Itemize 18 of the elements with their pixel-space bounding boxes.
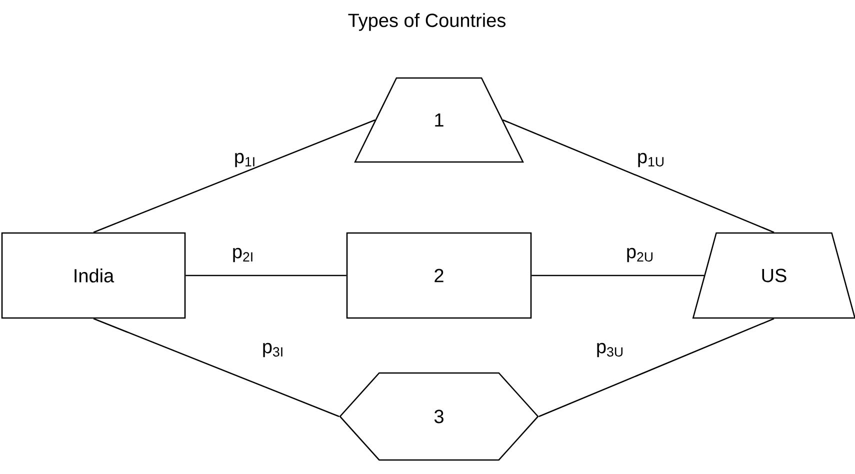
edge-label: p$_{1I}$: [235, 152, 254, 168]
process-box: 2: [346, 232, 532, 319]
edge-label: p$_{3I}$: [263, 342, 282, 358]
trapezoid-node: US: [692, 232, 855, 319]
connector-line: [532, 274, 704, 276]
connector-line: [502, 119, 774, 233]
trapezoid-node: 1: [354, 77, 524, 163]
connector-line: [538, 318, 774, 418]
edge-label: p$_{1U}$: [638, 152, 664, 168]
edge-label: p$_{3U}$: [597, 342, 622, 358]
edge-label: p$_{2I}$: [233, 248, 252, 262]
process-box: India: [1, 232, 186, 319]
connector-line: [93, 119, 376, 233]
hexagon-node: 3: [339, 372, 539, 461]
title: Types of Countries: [348, 13, 506, 31]
edge-label: p$_{2U}$: [627, 248, 652, 262]
connector-line: [93, 318, 340, 418]
connector-line: [186, 274, 346, 276]
